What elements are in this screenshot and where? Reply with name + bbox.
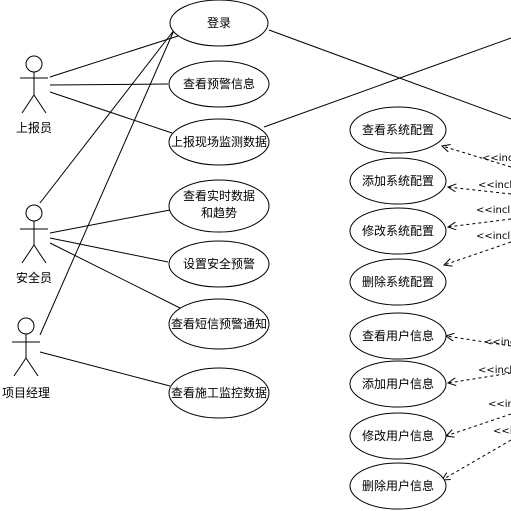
include-labels: <<inclu <<inclu <<inclu <<inclu <<inclu … [476,153,511,437]
use-case-label: 添加系统配置 [362,174,434,188]
include-dependencies [442,146,511,480]
use-case-view-user[interactable]: 查看用户信息 [349,312,447,360]
use-case-add-user[interactable]: 添加用户信息 [349,360,447,408]
include-arrow-edit-config [448,218,511,227]
include-label: <<inclu [476,205,511,216]
assoc-safety-view-sms [49,242,185,311]
use-case-label: 登录 [207,15,231,30]
actor-safety[interactable]: 安全员 [16,204,52,285]
assoc-reporter-login [49,35,179,78]
use-case-label: 查看预警信息 [183,76,255,91]
actor-label: 上报员 [16,120,52,135]
actor-manager[interactable]: 项目经理 [2,317,50,400]
assoc-manager-view-construction [39,351,171,387]
assoc-safety-view-realtime [49,209,171,234]
use-case-view-alert[interactable]: 查看预警信息 [168,60,270,108]
use-case-add-config[interactable]: 添加系统配置 [349,157,447,205]
include-arrow-add-user [448,372,511,383]
use-case-view-realtime[interactable]: 查看实时数据 和趋势 [168,179,270,233]
login-to-system-edge [268,29,511,120]
include-arrow-add-config [448,187,511,195]
use-case-label: 修改系统配置 [362,223,434,238]
use-case-label: 添加用户信息 [362,376,434,391]
use-case-edit-user[interactable]: 修改用户信息 [349,412,447,460]
use-case-label: 删除系统配置 [362,274,434,289]
actors: 上报员 安全员 项目经理 [2,55,52,400]
use-case-report-data[interactable]: 上报现场监测数据 [168,118,270,166]
include-label: <<inclu [478,365,511,376]
include-label: <<inclu [476,231,511,242]
include-label: <<inclu [484,337,511,348]
use-case-label: 修改用户信息 [362,428,434,443]
use-case-view-config[interactable]: 查看系统配置 [349,106,447,154]
report-data-to-system-edge [263,37,511,128]
use-case-delete-user[interactable]: 删除用户信息 [349,462,447,510]
include-label: <<inc [488,399,511,410]
use-case-label: 查看实时数据 [183,188,255,203]
stick-figure-actor-icon [20,55,48,114]
use-case-view-sms[interactable]: 查看短信预警通知 [168,298,270,350]
use-case-label: 上报现场监测数据 [171,134,267,149]
assoc-manager-login [39,27,176,336]
association-lines [39,15,511,387]
use-case-label: 查看用户信息 [362,328,434,343]
use-case-login[interactable]: 登录 [169,0,269,47]
use-case-set-alert[interactable]: 设置安全预警 [168,240,270,288]
include-label: <<inclu [482,153,511,164]
actor-label: 项目经理 [2,386,50,400]
include-label: <<inclu [478,180,511,191]
use-case-label: 查看系统配置 [362,123,434,137]
include-arrow-delete-config [444,241,511,265]
assoc-reporter-report-data [49,91,173,134]
assoc-reporter-view-alert [49,83,169,86]
use-case-label: 查看施工监控数据 [171,385,267,400]
actor-reporter[interactable]: 上报员 [16,55,52,135]
include-arrow-delete-user [442,439,511,480]
stick-figure-actor-icon [20,204,48,264]
use-case-edit-config[interactable]: 修改系统配置 [349,207,447,255]
include-arrow-view-user [446,336,511,347]
assoc-safety-set-alert [49,237,169,263]
assoc-safety-login [39,15,186,204]
use-case-view-construction[interactable]: 查看施工监控数据 [168,367,270,419]
include-arrow-view-config [442,146,511,168]
use-cases: 登录 查看预警信息 上报现场监测数据 查看实时数据 和趋势 设置安全预警 查看短… [168,0,447,510]
use-case-delete-config[interactable]: 删除系统配置 [349,258,447,306]
use-case-label: 设置安全预警 [183,256,255,271]
use-case-label: 删除用户信息 [362,478,434,493]
use-case-label: 查看短信预警通知 [171,316,267,331]
use-case-label: 和趋势 [201,206,237,220]
stick-figure-actor-icon [12,317,40,377]
actor-label: 安全员 [16,270,52,285]
include-label: <<in [493,426,511,437]
